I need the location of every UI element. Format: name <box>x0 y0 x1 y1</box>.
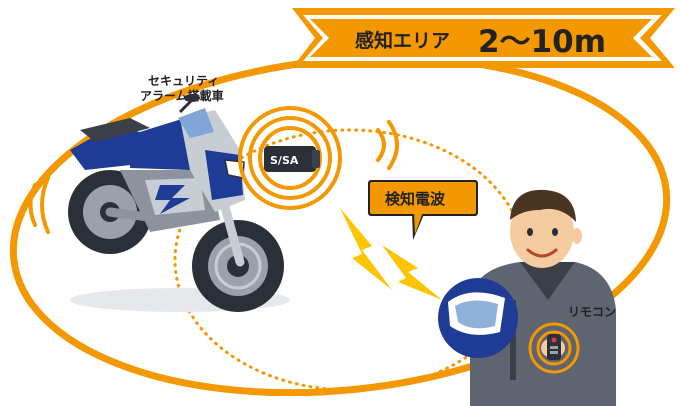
banner-range: 2〜10m <box>478 24 606 60</box>
bike-vibration-waves-left-icon <box>28 176 50 234</box>
alarm-device-logo: S/SA <box>270 154 299 167</box>
remote-signal-rings <box>528 322 580 374</box>
banner-label: 感知エリア <box>355 29 450 52</box>
detection-wave-label: 検知電波 <box>385 190 446 208</box>
motorcycle-label-line1: セキュリティ <box>148 74 219 88</box>
rider-illustration <box>438 189 616 406</box>
motorcycle-illustration <box>68 94 290 312</box>
helmet-icon <box>438 278 518 358</box>
bike-vibration-waves-right-icon <box>376 120 399 170</box>
motorcycle-label-line2: アラーム搭載車 <box>140 88 224 103</box>
remote-label: リモコン <box>568 305 616 319</box>
remote-control-icon <box>547 334 561 360</box>
alarm-device: S/SA <box>264 146 320 172</box>
signal-lightning-icon <box>340 208 442 300</box>
detection-wave-bubble: 検知電波 <box>368 180 478 240</box>
detection-range-banner: 感知エリア 2〜10m <box>292 8 675 68</box>
alarm-device-signal-rings <box>238 106 342 210</box>
